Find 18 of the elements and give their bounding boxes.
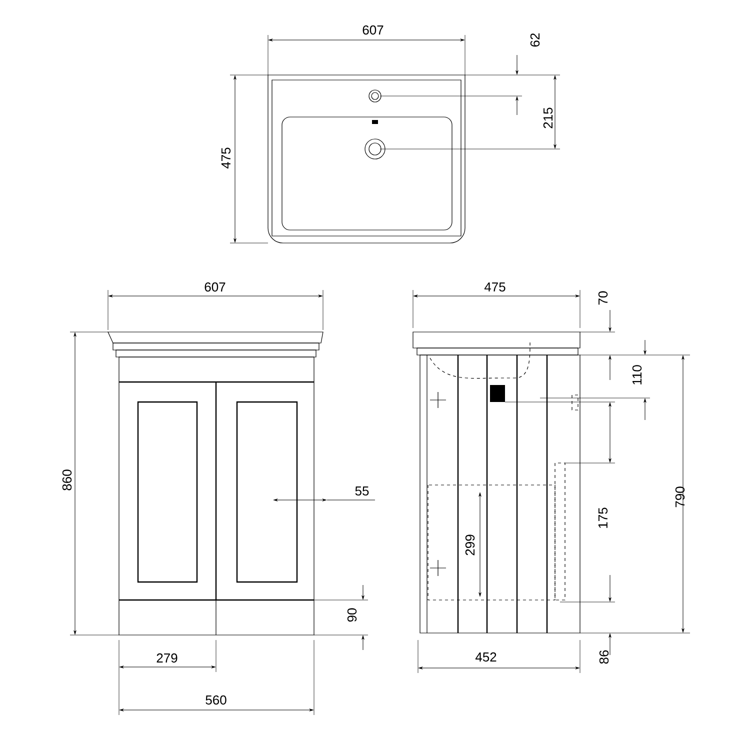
dimension-label: 215: [543, 108, 553, 128]
dimension-label: 90: [347, 608, 357, 622]
dimension-label: 452: [475, 652, 496, 662]
dimension-label: 560: [206, 695, 226, 705]
dimension-label: 55: [355, 486, 369, 496]
dimension-label: 299: [465, 534, 475, 556]
dimension-label: 70: [598, 291, 608, 305]
dimension-label: 279: [156, 653, 178, 663]
dimension-label: 475: [484, 282, 506, 292]
dimension-label: 62: [530, 33, 540, 47]
dimension-label: 790: [675, 486, 685, 508]
dimension-label: 175: [598, 508, 608, 528]
dimension-label: 607: [362, 25, 384, 35]
dimension-label: 860: [62, 470, 72, 490]
dimension-label: 110: [632, 365, 642, 384]
dimension-label: 86: [599, 650, 609, 664]
dimension-label: 475: [221, 148, 231, 169]
dimension-label: 607: [204, 282, 226, 292]
